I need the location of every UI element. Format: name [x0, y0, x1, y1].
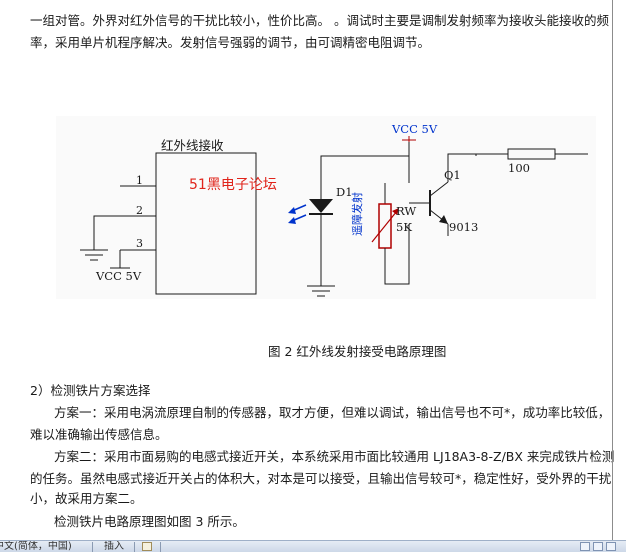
paragraph-line: 检测铁片电路原理图如图 3 所示。 [54, 514, 245, 529]
pot-wire-bottom [384, 224, 410, 285]
figure-caption: 图 2 红外线发射接受电路原理图 [268, 344, 447, 359]
status-divider [92, 542, 93, 552]
circuit-schematic: 红外线接收 51黑电子论坛 1 2 3 VCC 5V VCC 5V [80, 122, 588, 297]
document-page: 一组对管。外界对红外信号的干扰比较小，性价比高。 。调试时主要是调制发射频率为接… [30, 0, 615, 540]
transistor-collector [429, 181, 449, 197]
paragraph-line: 小，故采用方案二。 [30, 491, 143, 506]
ground-wire-left [93, 215, 120, 250]
pin3-label: 3 [136, 237, 143, 250]
diode-label: D1 [336, 185, 353, 199]
pot-value: 5K [396, 220, 412, 234]
paragraph-line: 率，采用单片机程序解决。发射信号强弱的调节，由可调精密电阻调节。 [30, 35, 431, 50]
view-icon[interactable] [593, 542, 603, 551]
status-divider [160, 542, 161, 552]
transistor-model: 9013 [449, 220, 478, 234]
watermark-text: 51黑电子论坛 [189, 177, 277, 193]
view-icon[interactable] [606, 542, 616, 551]
circuit-diagram: 红外线接收 51黑电子论坛 1 2 3 VCC 5V VCC 5V [56, 116, 596, 299]
language-indicator[interactable]: 中文(简体，中国) [0, 541, 72, 552]
page-border [612, 0, 613, 540]
diode-wire-top [320, 155, 409, 199]
receiver-label: 红外线接收 [161, 138, 224, 153]
pin1-label: 1 [136, 174, 143, 187]
resistor-value: 100 [508, 161, 530, 175]
status-divider [134, 542, 135, 552]
vcc-top-label: VCC 5V [391, 122, 438, 136]
paragraph-line: 方案二：采用市面易购的电感式接近开关，本系统采用市面比较通用 LJ18A3-8-… [54, 449, 615, 464]
paragraph-line: 难以准确输出传感信息。 [30, 427, 168, 442]
paragraph-line: 方案一：采用电涡流原理自制的传感器，取才方便，但难以调试，输出信号也不可*，成功… [54, 405, 611, 420]
resistor-symbol [507, 148, 556, 160]
section-heading: 2）检测铁片方案选择 [30, 383, 151, 398]
receiver-module-box [155, 152, 257, 295]
pot-label: RW [396, 204, 416, 218]
status-bar: 中文(简体，中国) 插入 [0, 540, 626, 552]
view-icon[interactable] [580, 542, 590, 551]
pot-adjust-arrow-icon [371, 210, 398, 243]
paragraph-line: 一组对管。外界对红外信号的干扰比较小，性价比高。 。调试时主要是调制发射频率为接… [30, 13, 609, 28]
collector-wire [447, 153, 477, 182]
vcc-left-label: VCC 5V [95, 269, 142, 283]
ir-diode-symbol [309, 199, 333, 213]
macro-icon[interactable] [142, 542, 152, 551]
pin2-label: 2 [136, 204, 143, 217]
paragraph-line: 的任务。虽然电感式接近开关占的体积大，对本是可以接受，且输出信号较可*，稳定性好… [30, 471, 612, 486]
emitter-label: 遥障发射 [350, 192, 364, 236]
transistor-label: Q1 [444, 168, 461, 182]
insert-mode-indicator[interactable]: 插入 [104, 541, 124, 552]
